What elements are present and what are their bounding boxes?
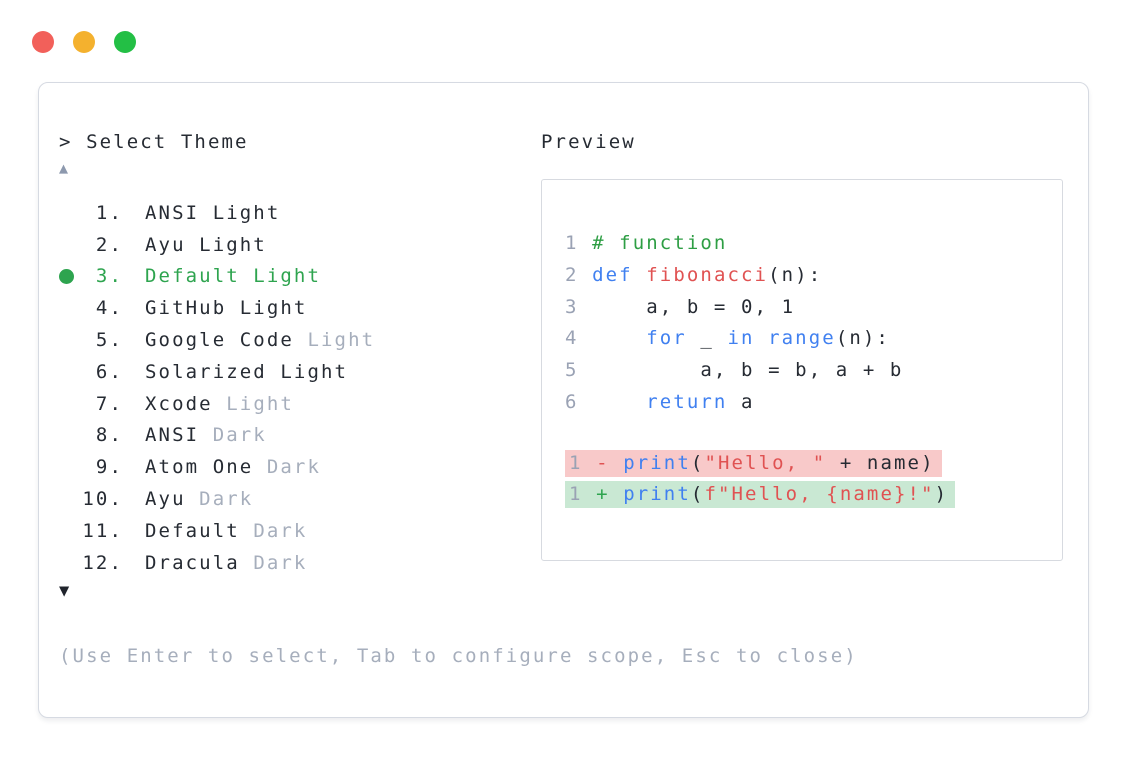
- select-theme-prompt: > Select Theme: [59, 131, 249, 153]
- theme-item-number: 6.: [95, 360, 123, 383]
- code-line: 3 a, b = 0, 1: [565, 295, 796, 318]
- line-number: 4: [565, 327, 593, 350]
- traffic-light-minimize[interactable]: [73, 31, 95, 53]
- selected-indicator-dot: [59, 268, 74, 284]
- code-preview: 1 # function 2 def fibonacci(n): 3 a, b = …: [565, 228, 903, 419]
- theme-item-suffix: Light: [212, 392, 294, 415]
- line-number: 1: [565, 232, 593, 254]
- scroll-down-icon[interactable]: ▼: [59, 581, 70, 601]
- theme-item-label: GitHub Light: [145, 297, 308, 320]
- code-line: 2 def fibonacci(n):: [565, 263, 823, 286]
- theme-selector-panel: > Select Theme ▲ 1. ANSI Light 2. Ayu Light…: [38, 82, 1089, 718]
- theme-item-number: 3.: [95, 265, 123, 288]
- diff-sign-removed: -: [596, 452, 610, 474]
- line-number: 6: [565, 390, 593, 413]
- keyboard-hint: (Use Enter to select, Tab to configure s…: [59, 645, 858, 667]
- line-number: 2: [565, 263, 593, 286]
- theme-item-2[interactable]: 2. Ayu Light: [59, 229, 375, 261]
- theme-item-6[interactable]: 6. Solarized Light: [59, 356, 375, 388]
- theme-item-number: 2.: [95, 233, 123, 256]
- theme-item-9[interactable]: 9. Atom One Dark: [59, 451, 375, 483]
- line-number: 5: [565, 359, 593, 382]
- diff-line-removed: 1 - print("Hello, " + name): [565, 450, 942, 477]
- theme-item-suffix: Dark: [239, 551, 308, 574]
- theme-item-label: ANSI Dark: [145, 424, 267, 447]
- theme-item-label: Ayu Light: [145, 233, 267, 256]
- line-number: 1: [569, 452, 583, 474]
- theme-item-suffix: Light: [293, 329, 376, 352]
- theme-item-label: Default Light: [145, 265, 322, 288]
- diff-sign-added: +: [596, 483, 610, 505]
- theme-item-suffix: Dark: [199, 424, 267, 447]
- theme-item-number: 9.: [95, 456, 123, 479]
- theme-item-number: 4.: [95, 297, 123, 320]
- theme-item-5[interactable]: 5. Google Code Light: [59, 324, 375, 356]
- theme-item-1[interactable]: 1. ANSI Light: [59, 197, 375, 229]
- theme-item-number: 7.: [95, 392, 123, 415]
- window-traffic-lights: [32, 31, 136, 53]
- theme-item-11[interactable]: 11. Default Dark: [59, 515, 375, 547]
- theme-list: 1. ANSI Light 2. Ayu Light 3. Default Light 4.…: [59, 197, 375, 579]
- theme-item-label: ANSI Light: [145, 201, 281, 224]
- prompt-chevron-icon: >: [59, 131, 73, 153]
- traffic-light-close[interactable]: [32, 31, 54, 53]
- code-line: 1 # function: [565, 232, 728, 254]
- diff-preview: 1 - print("Hello, " + name) 1 + print(f"H…: [565, 450, 956, 512]
- theme-item-8[interactable]: 8. ANSI Dark: [59, 420, 375, 452]
- theme-item-number: 10.: [82, 488, 123, 511]
- theme-item-4[interactable]: 4. GitHub Light: [59, 292, 375, 324]
- theme-item-label: Atom One Dark: [145, 456, 322, 479]
- theme-item-suffix: Dark: [253, 456, 322, 479]
- code-line: 4 for _ in range(n):: [565, 327, 890, 350]
- theme-item-suffix: Dark: [239, 519, 308, 542]
- traffic-light-maximize[interactable]: [114, 31, 136, 53]
- theme-item-7[interactable]: 7. Xcode Light: [59, 388, 375, 420]
- theme-item-label: Google Code Light: [145, 329, 376, 352]
- theme-item-label: Dracula Dark: [145, 551, 308, 574]
- code-line: 6 return a: [565, 390, 755, 413]
- line-number: 1: [569, 483, 583, 505]
- theme-item-label: Default Dark: [145, 519, 308, 542]
- preview-label: Preview: [541, 131, 636, 153]
- diff-line-added: 1 + print(f"Hello, {name}!"): [565, 481, 956, 508]
- preview-box: 1 # function 2 def fibonacci(n): 3 a, b = …: [541, 179, 1063, 561]
- theme-item-number: 8.: [95, 424, 123, 447]
- theme-item-number: 1.: [95, 201, 123, 224]
- theme-item-number: 11.: [82, 519, 123, 542]
- line-number: 3: [565, 295, 593, 318]
- theme-item-10[interactable]: 10. Ayu Dark: [59, 483, 375, 515]
- theme-item-label: Solarized Light: [145, 360, 349, 383]
- theme-item-suffix: Dark: [185, 488, 254, 511]
- select-theme-title: Select Theme: [86, 131, 249, 153]
- theme-item-12[interactable]: 12. Dracula Dark: [59, 547, 375, 579]
- code-line: 5 a, b = b, a + b: [565, 359, 904, 382]
- theme-item-3[interactable]: 3. Default Light: [59, 261, 375, 293]
- theme-item-number: 12.: [82, 551, 123, 574]
- scroll-up-icon[interactable]: ▲: [59, 159, 69, 177]
- theme-item-number: 5.: [95, 329, 123, 352]
- theme-item-label: Xcode Light: [145, 392, 294, 415]
- theme-item-label: Ayu Dark: [145, 488, 254, 511]
